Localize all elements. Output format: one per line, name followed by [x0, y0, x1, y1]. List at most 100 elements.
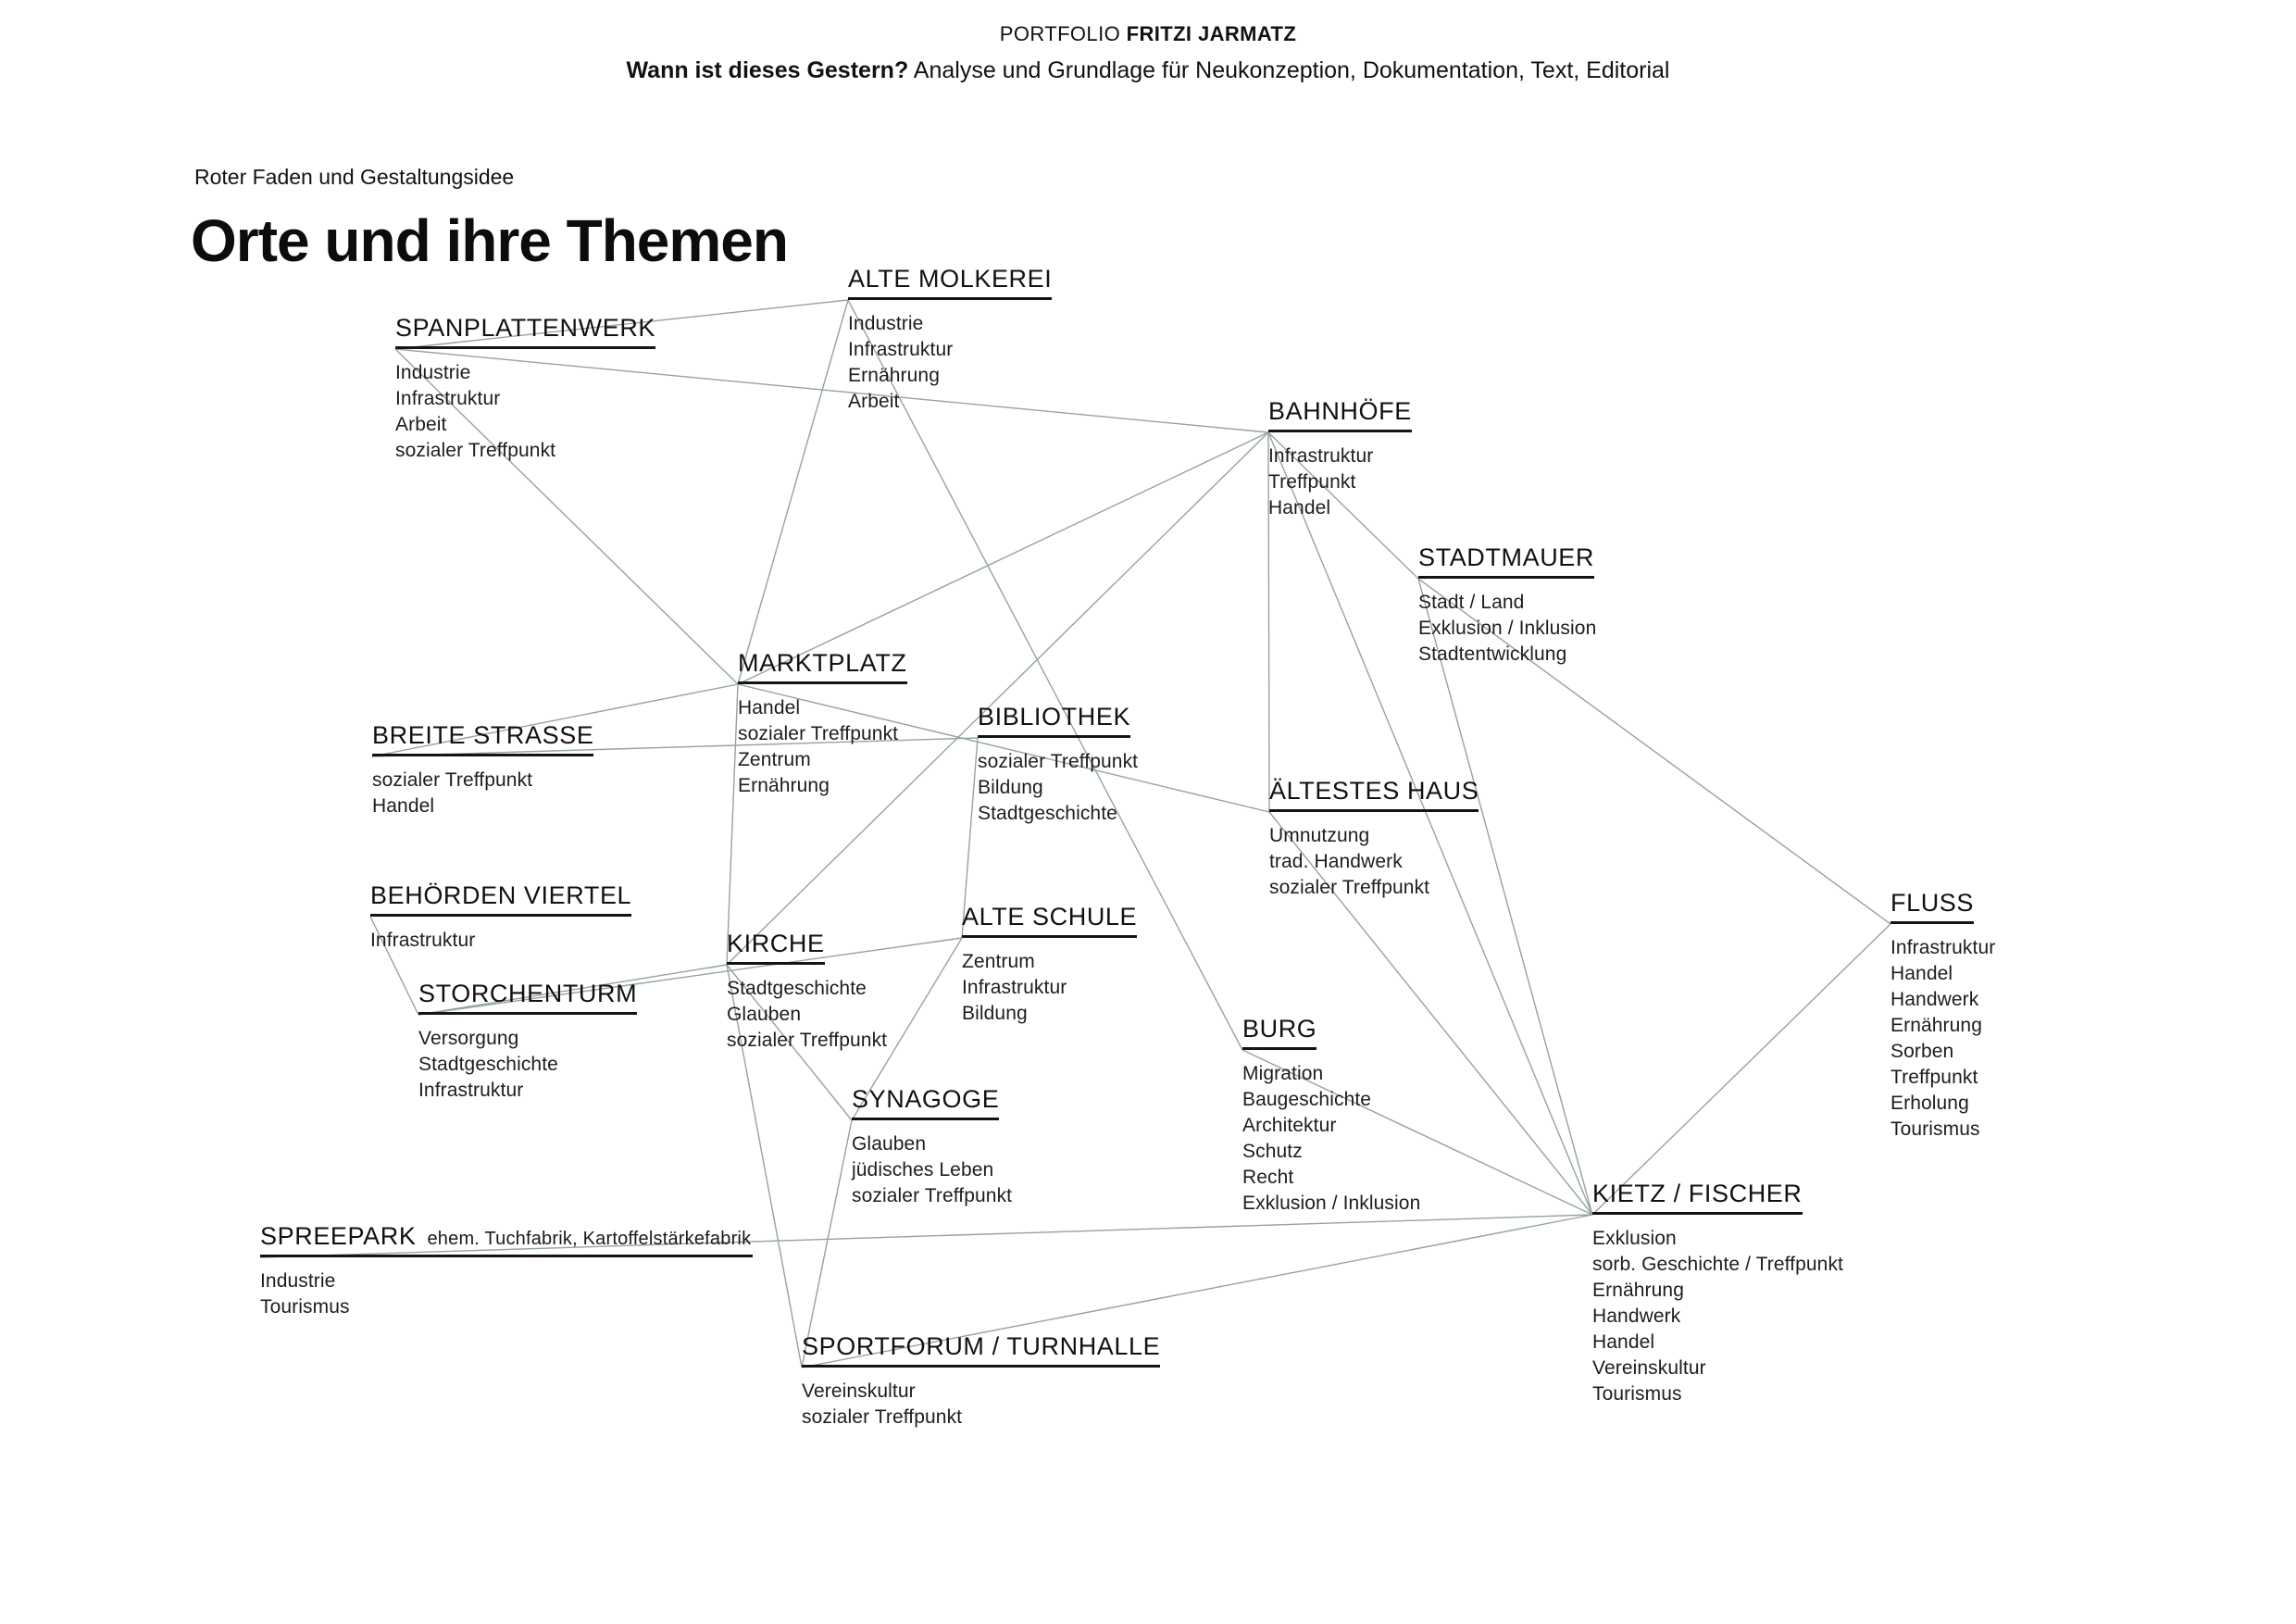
place-theme: sozialer Treffpunkt: [852, 1185, 1013, 1206]
place-theme: Exklusion / Inklusion: [1418, 618, 1597, 639]
place-theme: Zentrum: [962, 951, 1035, 972]
place-theme: Vereinskultur: [802, 1380, 916, 1402]
page-header: PORTFOLIO FRITZI JARMATZ Wann ist dieses…: [0, 0, 2296, 84]
place-title-row: STORCHENTURM: [418, 980, 638, 1015]
place-title-row: BREITE STRASSE: [372, 721, 594, 756]
edge-stadtmauer--kietz-fischer: [1417, 578, 1593, 1216]
place-title: KIRCHE: [727, 930, 825, 957]
place-theme: Industrie: [260, 1270, 336, 1292]
place-theme: Handwerk: [1890, 989, 1979, 1010]
place-title: BURG: [1242, 1015, 1317, 1043]
place-title-row: ALTE SCHULE: [962, 905, 1138, 938]
place-theme: Bildung: [978, 777, 1043, 798]
place-theme: Ernährung: [1592, 1280, 1684, 1301]
place-title: KIETZ / FISCHER: [1592, 1180, 1803, 1207]
place-title: SYNAGOGE: [852, 1085, 1000, 1113]
place-theme-list: Vereinskultur sozialer Treffpunkt: [802, 1379, 1160, 1430]
edge-spanplattenwerk--bahnhoefe: [394, 348, 1269, 433]
place-title: BAHNHÖFE: [1268, 397, 1412, 425]
place-theme: sozialer Treffpunkt: [372, 769, 533, 791]
place-theme: trad. Handwerk: [1269, 851, 1403, 872]
edge-kirche--sportforum: [726, 964, 803, 1368]
place-theme: Baugeschichte: [1242, 1089, 1372, 1110]
place-title-row: STADTMAUER: [1418, 543, 1595, 579]
project-subtitle-line: Wann ist dieses Gestern? Analyse und Gru…: [0, 57, 2296, 84]
section-kicker: Roter Faden und Gestaltungsidee: [194, 165, 515, 189]
edge-storchenturm--alte-schule: [418, 937, 963, 1016]
place-theme: Infrastruktur: [1268, 445, 1374, 467]
place-theme: Tourismus: [1592, 1383, 1682, 1405]
place-theme: Vereinskultur: [1592, 1357, 1706, 1379]
edge-kirche--storchenturm: [418, 964, 728, 1016]
place-theme: sozialer Treffpunkt: [727, 1030, 888, 1051]
place-title: STORCHENTURM: [418, 980, 638, 1007]
place-theme-list: Infrastruktur: [370, 928, 631, 954]
edge-marktplatz--bahnhoefe: [737, 431, 1269, 685]
edge-kietz-fischer--fluss: [1591, 923, 1891, 1216]
place-title-row: FLUSS: [1890, 891, 1975, 924]
edge-bahnhoefe--kietz-fischer: [1267, 431, 1593, 1216]
place-theme: Stadtgeschichte: [418, 1054, 558, 1075]
place-title: STADTMAUER: [1418, 543, 1595, 571]
place-theme: Infrastruktur: [418, 1080, 524, 1101]
edge-alte-molkerei--spanplattenwerk: [394, 299, 849, 350]
edge-spreepark--kietz-fischer: [259, 1214, 1593, 1258]
place-title: BEHÖRDEN VIERTEL: [370, 881, 632, 909]
place-theme: Migration: [1242, 1063, 1324, 1084]
place-title-row: BEHÖRDEN VIERTEL: [370, 881, 632, 917]
place-subtitle: ehem. Tuchfabrik, Kartoffelstärkefabrik: [427, 1229, 752, 1249]
place-theme: sozialer Treffpunkt: [802, 1406, 963, 1428]
edge-aeltestes-haus--kietz-fischer: [1268, 811, 1593, 1216]
place-title-row: BURG: [1242, 1015, 1317, 1050]
place-theme: Arbeit: [848, 391, 900, 412]
edge-marktplatz--aeltestes-haus: [737, 683, 1270, 813]
edge-marktplatz--kirche: [726, 683, 739, 966]
edge-kirche--synagoge: [726, 964, 853, 1121]
edge-burg--kietz-fischer: [1242, 1049, 1593, 1216]
place-title: SPORTFORUM / TURNHALLE: [802, 1332, 1161, 1360]
place-theme: Tourismus: [260, 1296, 350, 1318]
place-theme: Bildung: [962, 1003, 1028, 1024]
place-theme: Stadtgeschichte: [978, 803, 1117, 824]
place-theme: Treffpunkt: [1890, 1067, 1978, 1088]
edge-sportforum--kietz-fischer: [801, 1214, 1593, 1368]
place-theme: sorb. Geschichte / Treffpunkt: [1592, 1254, 1843, 1275]
place-title: BREITE STRASSE: [372, 721, 594, 749]
place-title-row: SPANPLATTENWERK: [395, 316, 656, 349]
place-theme: Exklusion / Inklusion: [1242, 1193, 1421, 1214]
place-title-row: MARKTPLATZ: [738, 651, 907, 684]
place-title: BIBLIOTHEK: [978, 703, 1131, 731]
edge-alte-molkerei--marktplatz: [737, 299, 849, 685]
place-title-row: ÄLTESTES HAUS: [1269, 779, 1479, 812]
place-theme: Recht: [1242, 1167, 1294, 1188]
place-theme: Infrastruktur: [1890, 937, 1996, 958]
place-theme: Industrie: [848, 313, 924, 334]
place-theme: Stadt / Land: [1418, 592, 1525, 613]
page-title: Orte und ihre Themen: [191, 207, 789, 274]
place-theme: sozialer Treffpunkt: [738, 723, 899, 744]
place-theme: Glauben: [852, 1133, 927, 1155]
edge-synagoge--sportforum: [801, 1119, 853, 1368]
